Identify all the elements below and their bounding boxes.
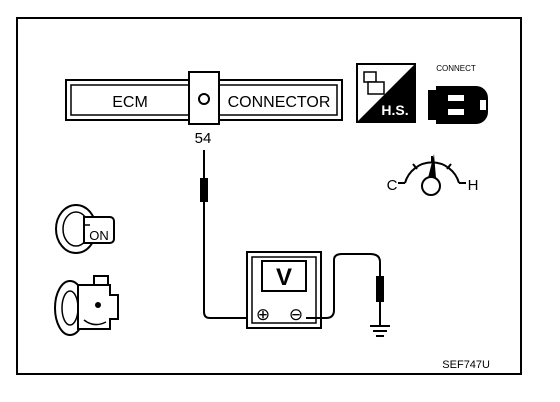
connector-left-label: ECM xyxy=(112,94,148,111)
positive-terminal-icon: ⊕ xyxy=(256,305,270,324)
voltmeter: V ⊕ ⊖ xyxy=(246,251,322,329)
probe-lead xyxy=(200,150,254,319)
engine-icon xyxy=(54,275,119,336)
diagram-frame xyxy=(16,17,522,375)
terminal-number: 54 xyxy=(195,130,212,147)
figure-code: SEF747U xyxy=(442,359,490,371)
connect-label: CONNECT xyxy=(436,64,476,73)
temperature-gauge-icon: C H xyxy=(387,154,479,196)
ignition-on-label: ON xyxy=(89,228,109,243)
connect-icon: CONNECT xyxy=(428,64,488,124)
cold-label: C xyxy=(387,177,398,194)
ground-lead xyxy=(306,253,390,337)
ignition-key-icon: ON xyxy=(55,204,115,254)
negative-terminal-icon: ⊖ xyxy=(289,305,303,324)
connector-right-label: CONNECTOR xyxy=(228,94,331,111)
voltmeter-label: V xyxy=(276,264,292,291)
hot-label: H xyxy=(468,177,479,194)
hs-label: H.S. xyxy=(381,102,408,118)
harness-side-icon: H.S. xyxy=(356,63,416,123)
ecm-connector: ECM CONNECTOR xyxy=(65,71,343,125)
connector-terminal-icon xyxy=(198,93,210,105)
